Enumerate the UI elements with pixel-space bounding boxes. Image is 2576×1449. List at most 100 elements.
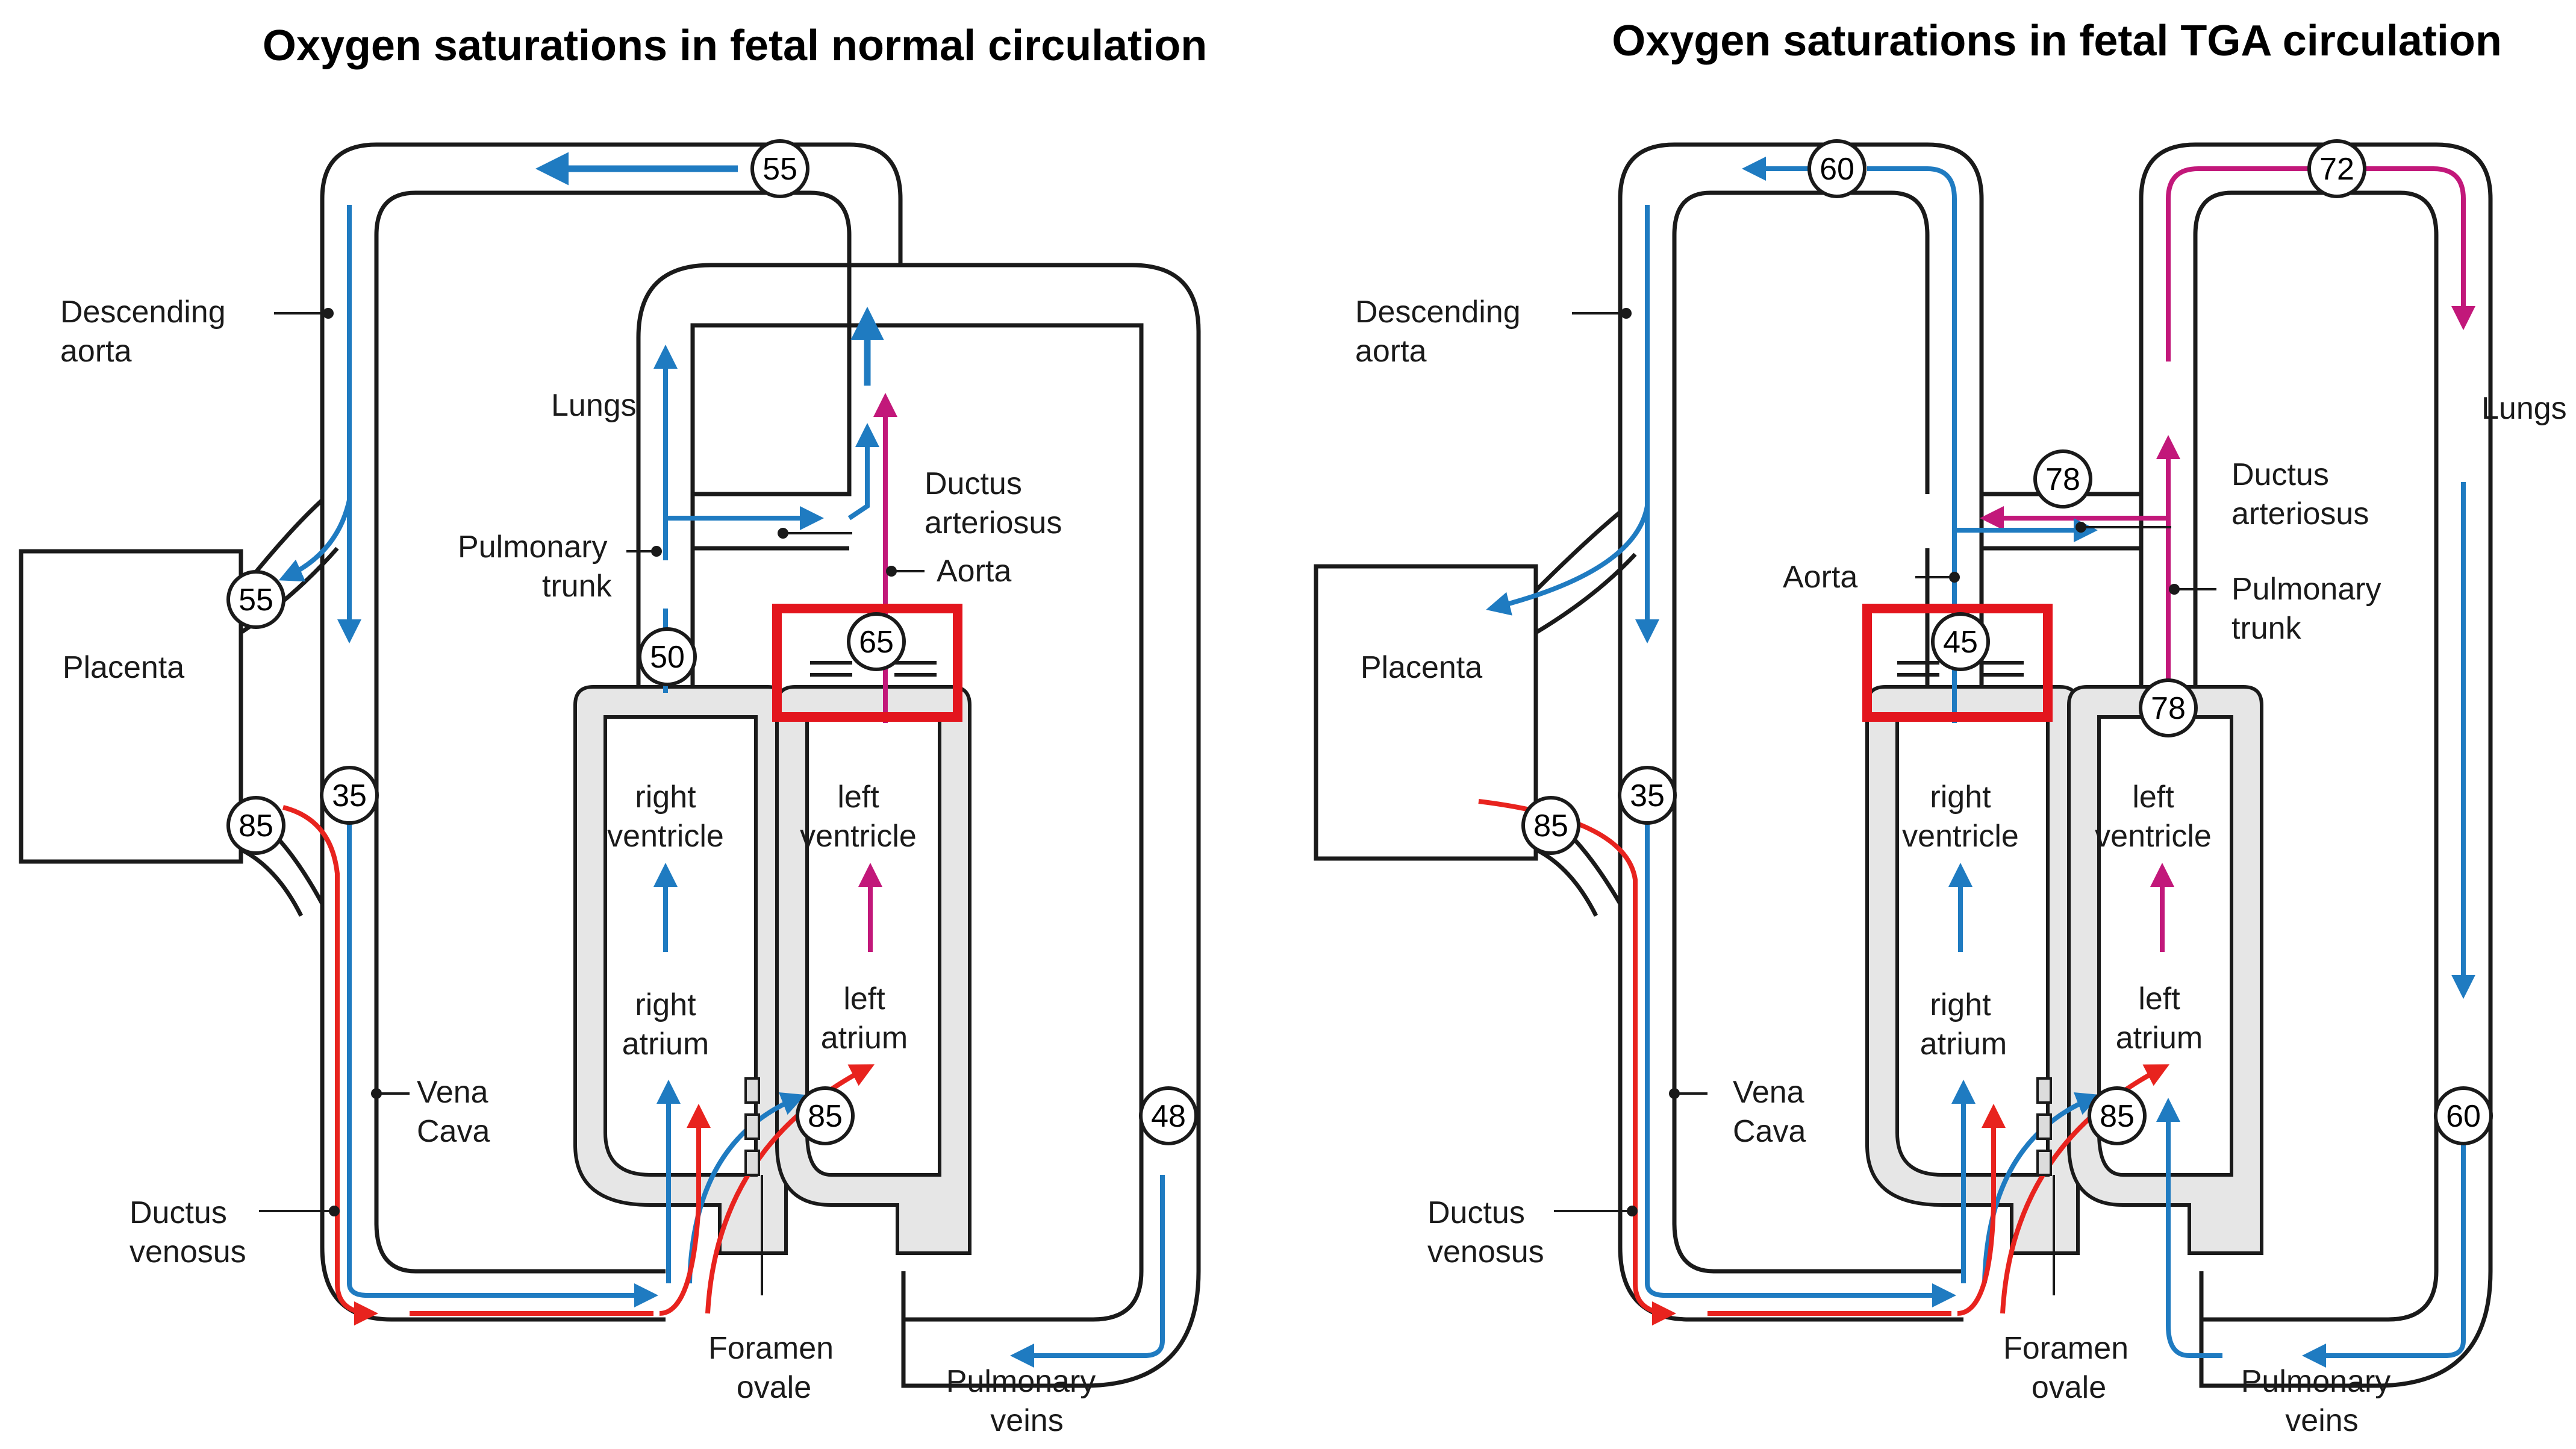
normal-arrow-umbilical-vein <box>282 805 378 1325</box>
normal-label-pulm-v: Pulmonary <box>946 1364 1096 1399</box>
tga-label-descending: Descending <box>1355 295 1521 330</box>
normal-circulation-panel: Oxygen saturations in fetal normal circu… <box>19 22 1207 1438</box>
tga-arrow-la-blue <box>2156 1098 2222 1358</box>
normal-sat-pulm-veins: 48 <box>1151 1099 1186 1134</box>
tga-label-cava: Cava <box>1733 1114 1806 1149</box>
normal-label-foramen: Foramen <box>708 1331 834 1366</box>
tga-sat-ductus-venosus: 35 <box>1630 778 1665 813</box>
normal-label-ductus-v: Ductus <box>129 1195 227 1230</box>
normal-sat-pulm-trunk: 50 <box>650 640 685 675</box>
tga-arrow-ra-red <box>1957 1104 2006 1316</box>
normal-arrow-to-aorta <box>847 423 879 521</box>
tga-arrow-to-placenta <box>1486 505 1650 616</box>
tga-ra-label-2: atrium <box>1920 1027 2007 1062</box>
normal-saturations: 55 55 85 35 50 65 85 48 <box>226 139 1198 1145</box>
tga-label-ductus: Ductus <box>2231 457 2329 492</box>
normal-title: Oxygen saturations in fetal normal circu… <box>263 22 1207 70</box>
normal-la-label-2: atrium <box>821 1021 908 1056</box>
tga-sat-aorta-root: 45 <box>1943 625 1978 660</box>
tga-label-lungs: Lungs <box>2481 391 2567 426</box>
tga-label-trunk: trunk <box>2231 611 2302 646</box>
tga-sat-ductus: 78 <box>2045 462 2080 497</box>
normal-sat-foramen: 85 <box>808 1099 843 1134</box>
tga-label-pulmonary: Pulmonary <box>2231 572 2381 607</box>
normal-sat-umb-artery: 55 <box>239 583 273 618</box>
normal-arrow-fo-blue <box>687 1092 806 1284</box>
tga-arrow-venacava <box>1645 795 1956 1307</box>
tga-label-aorta-word: aorta <box>1355 334 1427 369</box>
tga-rv-label-2: ventricle <box>1902 819 2019 854</box>
tga-saturations: 60 72 78 45 78 85 35 85 60 <box>1521 139 2493 1145</box>
tga-placenta-label: Placenta <box>1361 650 1482 685</box>
normal-placenta <box>19 549 243 864</box>
normal-lv-label-2: ventricle <box>800 819 917 854</box>
normal-label-lungs: Lungs <box>551 388 637 423</box>
tga-title: Oxygen saturations in fetal TGA circulat… <box>1612 17 2502 65</box>
normal-label-descending: Descending <box>60 295 226 330</box>
normal-label-veins: veins <box>990 1403 1063 1438</box>
tga-foramen-blocks <box>2036 1077 2052 1176</box>
tga-lv-label-2: ventricle <box>2095 819 2212 854</box>
normal-label-trunk: trunk <box>542 569 613 604</box>
normal-label-pulmonary: Pulmonary <box>458 530 608 565</box>
tga-label-venosus: venosus <box>1427 1235 1544 1269</box>
tga-label-vena: Vena <box>1733 1075 1804 1110</box>
tga-leaders <box>1554 308 2216 1295</box>
tga-circulation-panel: Oxygen saturations in fetal TGA circulat… <box>1314 17 2567 1438</box>
tga-heart <box>1865 685 2263 1255</box>
tga-la-label-2: atrium <box>2116 1021 2203 1056</box>
tga-aortic-highlight <box>1862 604 2053 722</box>
tga-ra-label-1: right <box>1930 987 1991 1022</box>
normal-rv-label-1: right <box>635 780 696 815</box>
tga-arrow-fo-blue <box>1982 1092 2101 1284</box>
normal-arrow-ra-red <box>659 1104 711 1316</box>
tga-label-aorta: Aorta <box>1783 560 1857 595</box>
tga-placenta <box>1314 564 1538 861</box>
normal-label-venosus: venosus <box>129 1235 246 1269</box>
normal-label-aorta-word: aorta <box>60 334 132 369</box>
tga-sat-foramen: 85 <box>2100 1099 2135 1134</box>
tga-label-ovale: ovale <box>2032 1370 2106 1405</box>
normal-rv-label-2: ventricle <box>607 819 724 854</box>
normal-lv-label-1: left <box>837 780 879 815</box>
normal-sat-aorta-root: 65 <box>859 625 894 660</box>
tga-sat-top-pulmonary: 72 <box>2319 152 2354 187</box>
normal-aortic-highlight <box>772 604 962 722</box>
tga-lv-label-1: left <box>2132 780 2174 815</box>
tga-label-ductus-v: Ductus <box>1427 1195 1525 1230</box>
normal-foramen-blocks <box>744 1077 760 1176</box>
tga-label-veins: veins <box>2285 1403 2358 1438</box>
normal-label-ovale: ovale <box>737 1370 811 1405</box>
normal-placenta-label: Placenta <box>63 650 184 685</box>
normal-sat-top-aorta: 55 <box>763 152 797 187</box>
normal-aortic-valve <box>810 661 937 677</box>
tga-sat-top-aorta: 60 <box>1820 152 1854 187</box>
normal-label-ductus: Ductus <box>925 466 1022 501</box>
normal-arrow-pulm-veins <box>1010 1175 1165 1368</box>
tga-sat-umb-vein: 85 <box>1533 809 1568 843</box>
normal-label-aorta: Aorta <box>937 554 1011 589</box>
tga-sat-pulm-veins: 60 <box>2446 1099 2481 1134</box>
tga-arrow-pulm-veins <box>2302 1145 2466 1368</box>
normal-leaders <box>259 308 925 1295</box>
tga-label-arteriosus: arteriosus <box>2231 496 2369 531</box>
normal-ra-label-1: right <box>635 987 696 1022</box>
tga-arrow-aorta-up <box>1867 166 1957 723</box>
normal-sat-ductus-venosus: 35 <box>332 778 367 813</box>
tga-aortic-valve <box>1897 661 2024 677</box>
normal-sat-umb-vein: 85 <box>239 809 273 843</box>
normal-label-arteriosus: arteriosus <box>925 505 1062 540</box>
tga-label-foramen: Foramen <box>2003 1331 2128 1366</box>
normal-arrow-to-placenta <box>278 499 352 582</box>
tga-rv-label-1: right <box>1930 780 1991 815</box>
normal-label-vena: Vena <box>417 1075 488 1110</box>
normal-heart <box>573 685 971 1255</box>
tga-sat-pulm-root: 78 <box>2151 691 2186 726</box>
normal-ra-label-2: atrium <box>622 1027 709 1062</box>
normal-label-cava: Cava <box>417 1114 490 1149</box>
normal-arrow-ductus <box>663 506 824 536</box>
tga-la-label-1: left <box>2138 981 2180 1016</box>
normal-arrow-venacava <box>347 795 658 1307</box>
